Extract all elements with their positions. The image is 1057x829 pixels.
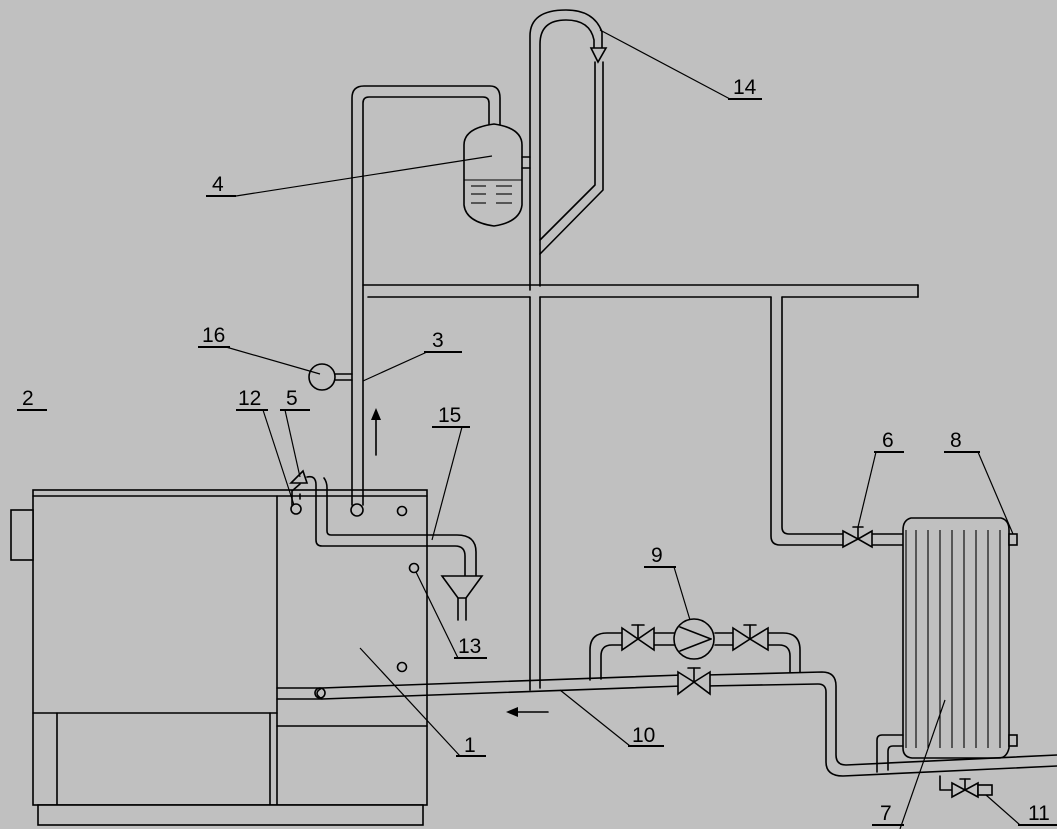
callout-9: 9 bbox=[644, 544, 691, 621]
svg-text:15: 15 bbox=[438, 404, 461, 427]
callout-8: 8 bbox=[944, 429, 1014, 535]
distribution-header bbox=[362, 284, 919, 691]
supply-riser bbox=[350, 85, 501, 517]
callout-4: 4 bbox=[206, 155, 493, 197]
expansion-tank bbox=[463, 123, 531, 227]
svg-text:12: 12 bbox=[238, 387, 261, 410]
svg-text:11: 11 bbox=[1028, 802, 1050, 825]
drain-funnel bbox=[440, 575, 484, 621]
callout-12: 12 bbox=[236, 387, 295, 506]
callout-6: 6 bbox=[857, 429, 904, 528]
callout-2: 2 bbox=[17, 387, 47, 411]
drain-valve bbox=[939, 775, 993, 799]
callout-13: 13 bbox=[415, 571, 487, 659]
svg-text:9: 9 bbox=[651, 544, 663, 567]
radiator-return-branch bbox=[876, 734, 904, 773]
svg-text:4: 4 bbox=[212, 173, 224, 196]
callout-16: 16 bbox=[198, 324, 321, 375]
return-line bbox=[276, 671, 1057, 777]
svg-text:2: 2 bbox=[22, 387, 34, 410]
svg-text:1: 1 bbox=[464, 734, 476, 757]
callout-5: 5 bbox=[280, 387, 310, 478]
bypass-valve-right bbox=[732, 624, 769, 652]
return-main-valve bbox=[677, 667, 711, 696]
callout-7: 7 bbox=[872, 699, 946, 829]
svg-text:3: 3 bbox=[432, 329, 444, 352]
callout-11: 11 bbox=[985, 794, 1057, 826]
circulation-pump bbox=[673, 618, 715, 660]
radiator bbox=[902, 517, 1018, 759]
svg-text:16: 16 bbox=[202, 324, 225, 347]
svg-text:10: 10 bbox=[632, 724, 655, 747]
radiator-supply-branch bbox=[770, 296, 904, 546]
svg-text:14: 14 bbox=[733, 76, 757, 99]
callout-1: 1 bbox=[359, 647, 486, 757]
svg-text:13: 13 bbox=[458, 635, 481, 658]
bypass-valve-left bbox=[621, 624, 655, 652]
burner-box bbox=[10, 509, 34, 561]
svg-text:7: 7 bbox=[880, 802, 892, 825]
radiator-valve bbox=[842, 526, 873, 549]
callout-10: 10 bbox=[559, 689, 664, 747]
svg-text:5: 5 bbox=[286, 387, 298, 410]
svg-text:6: 6 bbox=[882, 429, 894, 452]
callout-15: 15 bbox=[431, 404, 470, 541]
svg-text:8: 8 bbox=[950, 429, 962, 452]
callout-3: 3 bbox=[362, 329, 462, 382]
overflow-loop bbox=[529, 9, 608, 291]
pressure-gauge bbox=[308, 363, 353, 391]
callout-14: 14 bbox=[599, 29, 762, 100]
boiler bbox=[32, 489, 428, 826]
pump-bypass bbox=[589, 632, 801, 681]
